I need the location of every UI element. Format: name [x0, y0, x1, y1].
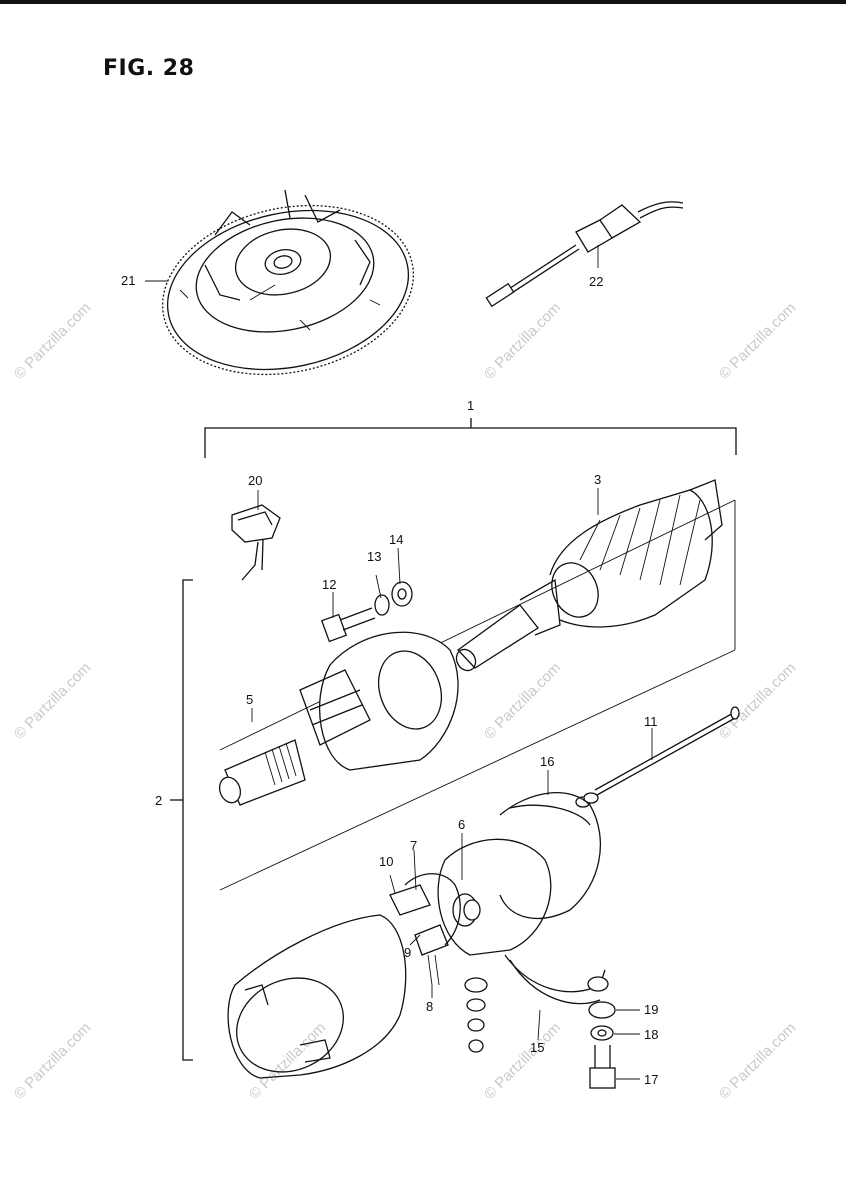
bolt-part-12 — [320, 607, 376, 643]
callout-3: 3 — [594, 472, 601, 487]
callout-14: 14 — [389, 532, 403, 547]
end-housing — [299, 631, 459, 771]
callout-17: 17 — [644, 1072, 658, 1087]
through-bolt-part-11 — [575, 706, 740, 808]
switch-part-20 — [231, 504, 281, 581]
watermark-text: © Partzilla.com — [716, 659, 799, 742]
callout-10: 10 — [379, 854, 393, 869]
watermark-text: © Partzilla.com — [716, 299, 799, 382]
callout-19: 19 — [644, 1002, 658, 1017]
callout-15: 15 — [530, 1040, 544, 1055]
assembly-bracket-1 — [204, 418, 737, 458]
assembly-bracket-2 — [170, 579, 193, 1061]
callout-11: 11 — [644, 714, 658, 729]
watermark-text: © Partzilla.com — [716, 1019, 799, 1102]
callout-18: 18 — [644, 1027, 658, 1042]
yoke-housing — [227, 914, 407, 1079]
callout-6: 6 — [458, 817, 465, 832]
callout-8: 8 — [426, 999, 433, 1014]
flywheel-part-21 — [161, 189, 415, 376]
cover-band-part-16 — [499, 792, 602, 920]
callout-9: 9 — [404, 945, 411, 960]
callout-13: 13 — [367, 549, 381, 564]
washer-part-19 — [588, 1001, 616, 1019]
callout-2: 2 — [155, 793, 162, 808]
upper-section-line — [219, 499, 736, 751]
armature-part-3 — [455, 479, 723, 672]
figure-title: FIG. 28 — [103, 56, 195, 81]
callout-12: 12 — [322, 577, 336, 592]
leader-lines — [145, 245, 653, 1080]
callout-5: 5 — [246, 692, 253, 707]
washer-part-13 — [374, 594, 390, 616]
callout-20: 20 — [248, 473, 262, 488]
washer-part-14 — [391, 581, 413, 607]
callout-16: 16 — [540, 754, 554, 769]
top-border — [0, 0, 846, 4]
washer-part-18 — [590, 1025, 614, 1041]
watermark-text: © Partzilla.com — [11, 1019, 94, 1102]
lower-section-line — [219, 649, 736, 891]
watermark-text: © Partzilla.com — [481, 299, 564, 382]
watermark-text: © Partzilla.com — [481, 1019, 564, 1102]
callout-7: 7 — [410, 838, 417, 853]
strap-part-15 — [504, 954, 609, 1005]
watermark-text: © Partzilla.com — [481, 659, 564, 742]
watermark-text: © Partzilla.com — [11, 659, 94, 742]
callout-21: 21 — [121, 273, 135, 288]
nut-stack — [464, 977, 488, 1053]
watermark-text: © Partzilla.com — [11, 299, 94, 382]
callout-1: 1 — [467, 398, 474, 413]
brush-plate-part-6 — [437, 838, 552, 956]
pinion-part-5 — [218, 739, 306, 806]
brush-assembly-parts — [389, 873, 461, 986]
sensor-part-22 — [485, 201, 684, 308]
callout-22: 22 — [589, 274, 603, 289]
callout-labels: 1 2 3 5 6 7 8 9 10 11 12 13 14 15 16 17 … — [121, 273, 658, 1087]
bolt-part-17 — [589, 1045, 616, 1089]
